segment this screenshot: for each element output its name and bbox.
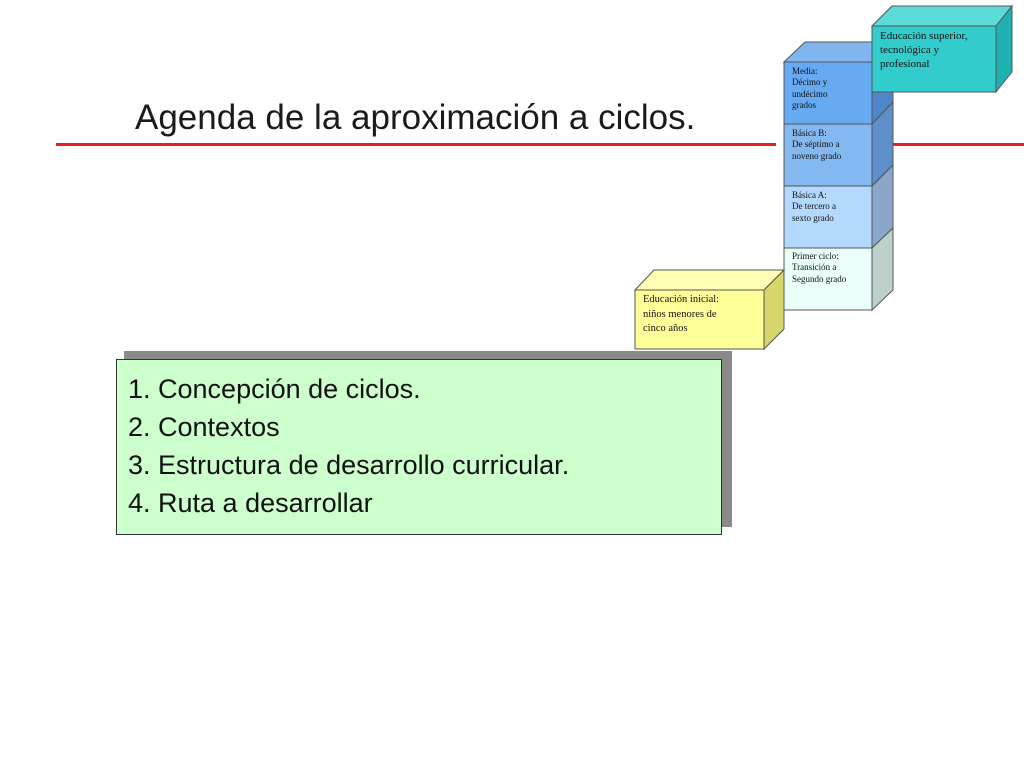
agenda-box: 1. Concepción de ciclos. 2. Contextos 3.… <box>116 359 722 535</box>
inicial-label-line: Educación inicial: <box>643 294 720 305</box>
step-primer-ciclo <box>783 247 873 311</box>
inicial-label-line: cinco años <box>643 323 688 335</box>
agenda-item: 4. Ruta a desarrollar <box>128 488 373 518</box>
media-label: Media: Décimo y undécimo grados <box>792 66 828 111</box>
slide-title: Agenda de la aproximación a ciclos. <box>135 98 696 137</box>
basica-a-label-line: De tercero a <box>792 201 836 212</box>
agenda-item: 3. Estructura de desarrollo curricular. <box>128 450 570 480</box>
primer-ciclo-label: Primer ciclo: Transición a Segundo grado <box>792 251 846 285</box>
superior-label-line: Educación superior, <box>880 30 968 42</box>
superior-label: Educación superior, tecnológica y profes… <box>880 30 968 71</box>
basica-b-label-line: noveno grado <box>792 150 842 161</box>
inicial-label-line: niños menores de <box>643 308 717 320</box>
inicial-label: Educación inicial: niños menores de cinc… <box>643 293 719 337</box>
agenda-item: 2. Contextos <box>128 412 280 442</box>
basica-a-label: Básica A: De tercero a sexto grado <box>792 190 836 224</box>
superior-top <box>870 5 1014 27</box>
step-media <box>783 61 873 125</box>
step-superior <box>871 25 997 93</box>
primer-ciclo-label-line: Primer ciclo: <box>792 251 839 261</box>
basica-a-label-line: sexto grado <box>792 212 834 223</box>
basica-a-label-line: Básica A: <box>792 190 827 200</box>
media-label-line: Décimo y <box>792 77 828 88</box>
step-inicial <box>634 289 765 350</box>
step-basica-a <box>783 185 873 249</box>
title-rule-left <box>56 143 776 146</box>
primer-ciclo-label-line: Segundo grado <box>792 273 847 284</box>
media-label-line: grados <box>792 99 816 110</box>
basica-b-label-line: Básica B: <box>792 128 827 138</box>
basica-b-label: Básica B: De séptimo a noveno grado <box>792 128 841 162</box>
superior-label-line: tecnológica y <box>880 43 939 56</box>
media-label-line: Media: <box>792 66 818 76</box>
inicial-top <box>633 269 786 291</box>
primer-ciclo-label-line: Transición a <box>792 262 837 273</box>
title-rule-right <box>893 143 1024 146</box>
media-label-line: undécimo <box>792 88 828 99</box>
agenda-item: 1. Concepción de ciclos. <box>128 374 421 404</box>
superior-label-line: profesional <box>880 57 930 70</box>
basica-b-label-line: De séptimo a <box>792 139 840 150</box>
step-basica-b <box>783 123 873 187</box>
